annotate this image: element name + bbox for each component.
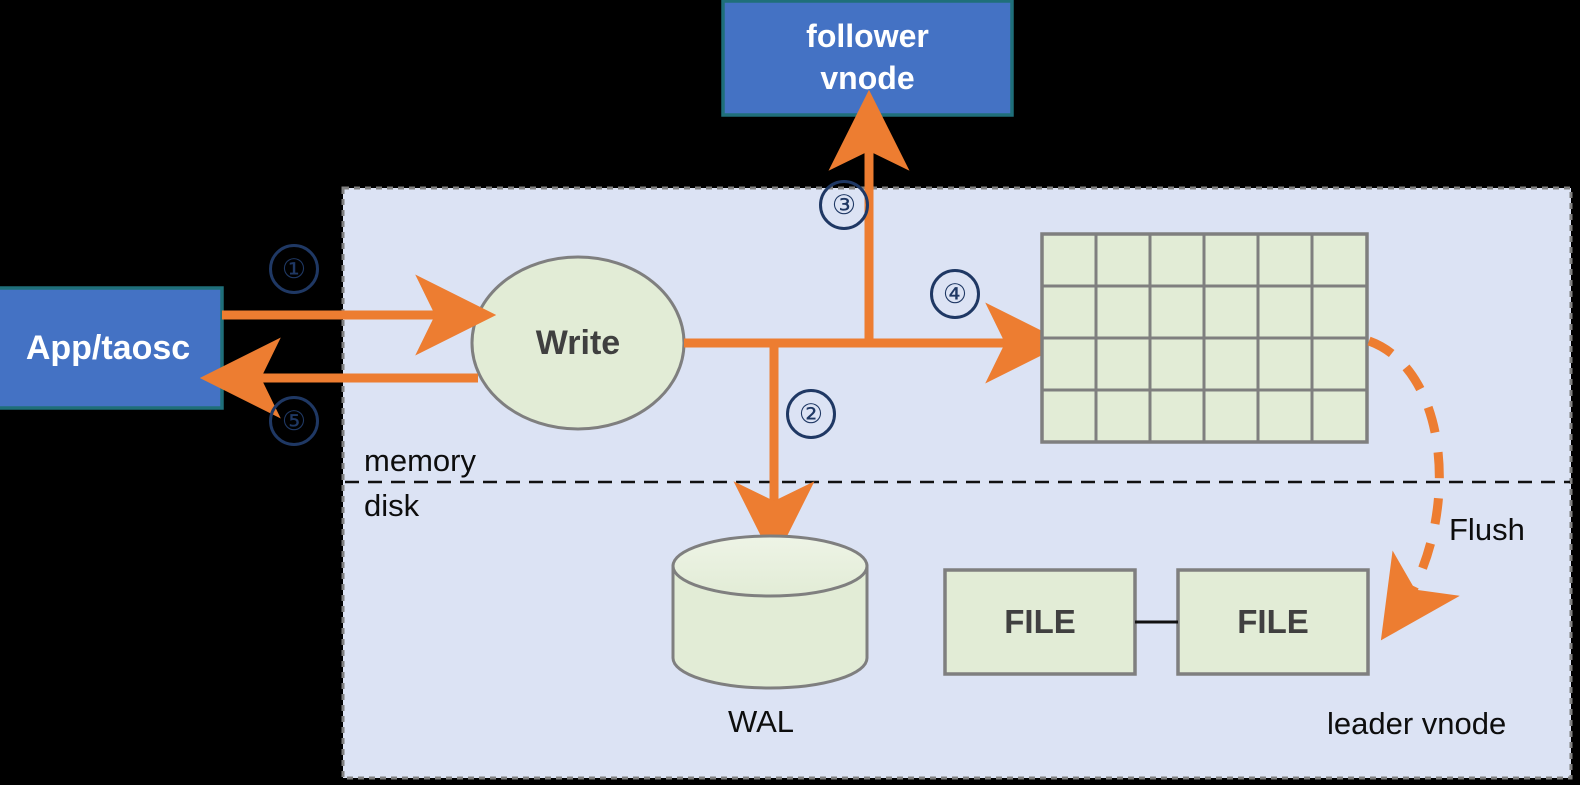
wal-cylinder [671, 534, 869, 690]
app-taosc-box [0, 286, 224, 410]
step-number-4: ④ [930, 269, 980, 319]
memory-label: memory [364, 443, 476, 478]
wal-caption-label: WAL [728, 704, 795, 739]
disk-label: disk [364, 488, 420, 523]
flush-label: Flush [1449, 512, 1525, 547]
write-ellipse [470, 255, 686, 431]
file-box-left [943, 568, 1137, 676]
edge-flush-dashed [1367, 336, 1460, 641]
step-number-5: ⑤ [269, 396, 319, 446]
leader-vnode-label: leader vnode [1327, 706, 1507, 741]
file-box-right [1176, 568, 1370, 676]
follower-vnode-box [721, 0, 1014, 117]
step-number-1: ① [269, 244, 319, 294]
step-number-2: ② [786, 389, 836, 439]
step-number-3: ③ [819, 180, 869, 230]
memtable-grid [1040, 232, 1369, 444]
